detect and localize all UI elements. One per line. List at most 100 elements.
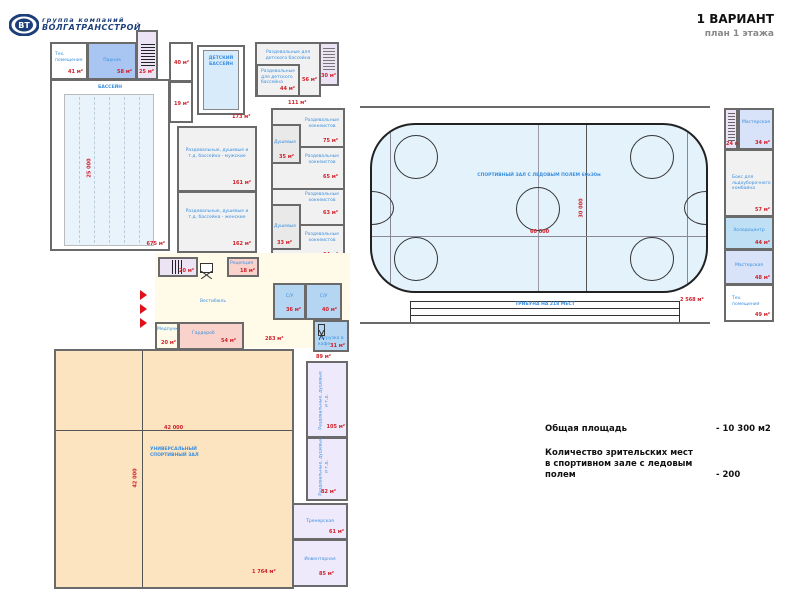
room-kids-pool: ДЕТСКИЙ БАССЕЙН [197, 45, 245, 115]
room-label: Раздевальные, душевые и т.д. бассейна - … [185, 209, 249, 220]
room-area: 75 м² [323, 138, 338, 144]
room-label: Раздевальные хоккеистов [305, 118, 339, 129]
entrance-arrow-icon [140, 304, 147, 314]
room-area: 18 м² [240, 268, 255, 274]
seats-label-line3: полем [545, 470, 576, 480]
room-label: С/У [285, 294, 294, 299]
room-area: 57 м² [755, 207, 770, 213]
room-label: УНИВЕРСАЛЬНЫЙ СПОРТИВНЫЙ ЗАЛ [150, 447, 199, 458]
room-area: 61 м² [329, 529, 344, 535]
room-area: 48 м² [755, 275, 770, 281]
room-label: Тех. помещения [55, 52, 83, 63]
room-label: Душевые [274, 224, 297, 229]
room-area: 49 м² [755, 312, 770, 318]
plan-subtitle: план 1 этажа [704, 29, 774, 39]
room-label: Тренерская [306, 519, 334, 524]
room-40: 40 м² [169, 42, 193, 82]
arena-wall-top [360, 106, 710, 108]
dimension-label: 30 000 [578, 198, 585, 218]
room-label: Раздевальные хоккеистов [305, 154, 339, 165]
room-label: Раздевальные хоккеистов [305, 192, 339, 203]
room-label: Мастерская [741, 120, 771, 125]
room-label: СПОРТИВНЫЙ ЗАЛ С ЛЕДОВЫМ ПОЛЕМ 60х30м [477, 173, 601, 178]
room-stair-top: 25 м² [136, 30, 158, 80]
room-area: 58 м² [117, 69, 132, 75]
room-reception: Рецепция 18 м² [227, 257, 259, 277]
room-label: Душевые [274, 140, 297, 145]
pool-basin: 25 000 [64, 94, 154, 246]
room-changing-105: Раздевальные, душевые и т.д. 105 м² [306, 361, 348, 438]
logo-company-name: ВОЛГАТРАНССТРОЙ [42, 23, 142, 32]
room-label: БАССЕЙН [97, 85, 123, 90]
room-area: 19 м² [174, 101, 189, 107]
vts-logo-icon: ВТ [9, 14, 39, 36]
room-label: Гардероб [192, 331, 215, 336]
plan-title: 1 ВАРИАНТ [696, 12, 774, 26]
room-label: Медпункт [157, 327, 181, 332]
room-label: С/У [319, 294, 328, 299]
room-stair-right-top: 30 м² [319, 42, 339, 86]
room-area: 63 м² [323, 210, 338, 216]
dimension-label: 42 000 [132, 468, 139, 488]
room-area: 162 м² [232, 241, 251, 247]
room-label: Парная [103, 58, 121, 63]
room-tech-top: Тех. помещения 41 м² [50, 42, 88, 80]
room-19: 19 м² [169, 81, 193, 123]
seats-label-line1: Количество зрительских мест [545, 448, 693, 458]
room-area: 161 м² [232, 180, 251, 186]
room-pool: БАССЕЙН 25 000 675 м² [50, 79, 170, 251]
room-area: 20 м² [179, 268, 194, 274]
corridor-area: 111 м² [288, 100, 307, 106]
arena-wall-bottom [360, 322, 710, 324]
stair-icon [728, 113, 735, 141]
room-area: 56 м² [302, 77, 317, 83]
room-universal-hall: 42 000 42 000 УНИВЕРСАЛЬНЫЙ СПОРТИВНЫЙ З… [54, 349, 294, 589]
stair-icon [141, 44, 155, 66]
room-area: 36 м² [286, 307, 301, 313]
room-label: Раздевальные хоккеистов [305, 232, 339, 243]
room-area: 40 м² [322, 307, 337, 313]
ice-rink: СПОРТИВНЫЙ ЗАЛ С ЛЕДОВЫМ ПОЛЕМ 60х30м 60… [370, 123, 708, 293]
room-workshop-2: Мастерская 48 м² [724, 249, 774, 285]
elevator-icon [200, 263, 213, 280]
room-changing-82: Раздевальные, душевые и т.д. 82 м² [306, 437, 348, 501]
room-inventory: Инвентарная 85 м² [292, 539, 348, 587]
room-area: 34 м² [755, 140, 770, 146]
room-stair-lobby: 20 м² [158, 257, 198, 277]
room-label: Рецепция [230, 261, 253, 266]
stands: ТРИБУНА НА 218 МЕСТ [410, 301, 680, 323]
corridor-area: 89 м² [316, 354, 331, 360]
room-label: Раздевальные для детского бассейна [265, 50, 311, 61]
entrance-arrow-icon [140, 290, 147, 300]
logo-tagline: группа компаний [42, 16, 125, 24]
elevator-icon [318, 324, 325, 341]
room-area: 25 м² [139, 69, 154, 75]
room-tech-right: Тех. помещения 49 м² [724, 284, 774, 322]
room-label: Раздевальные, душевые и т.д. [318, 437, 330, 496]
room-area: 33 м² [277, 240, 292, 246]
room-medpost: Медпункт 20 м² [155, 322, 181, 350]
room-label: Раздевальные, душевые и т.д. бассейна - … [185, 148, 249, 159]
room-label: ДЕТСКИЙ БАССЕЙН [208, 56, 234, 67]
total-area-value: - 10 300 м2 [716, 424, 771, 434]
room-area: 173 м² [232, 114, 251, 120]
room-area: 675 м² [146, 241, 165, 247]
entrance-arrow-icon [140, 318, 147, 328]
room-kids-changing-2: Раздевальные для детского бассейна 44 м² [256, 64, 300, 97]
room-area: 31 м² [330, 343, 345, 349]
room-area: 44 м² [755, 240, 770, 246]
room-label: Тех. помещения [732, 296, 760, 307]
room-label: Мастерская [734, 263, 764, 268]
dimension-label: 42 000 [164, 425, 184, 431]
seats-value: - 200 [716, 470, 741, 480]
room-cold-center: Холодоцентр 44 м² [724, 216, 774, 250]
room-area: 24 м² [726, 141, 741, 147]
room-trainer: Тренерская 61 м² [292, 503, 348, 540]
room-area: 44 м² [280, 86, 295, 92]
room-label: Раздевальные, душевые и т.д. [318, 371, 330, 430]
room-label: Вестибюль [200, 299, 226, 304]
total-area-label: Общая площадь [545, 424, 628, 434]
room-sauna: Парная 58 м² [87, 42, 137, 80]
room-area: 2 568 м² [680, 297, 704, 303]
room-area: 65 м² [323, 174, 338, 180]
